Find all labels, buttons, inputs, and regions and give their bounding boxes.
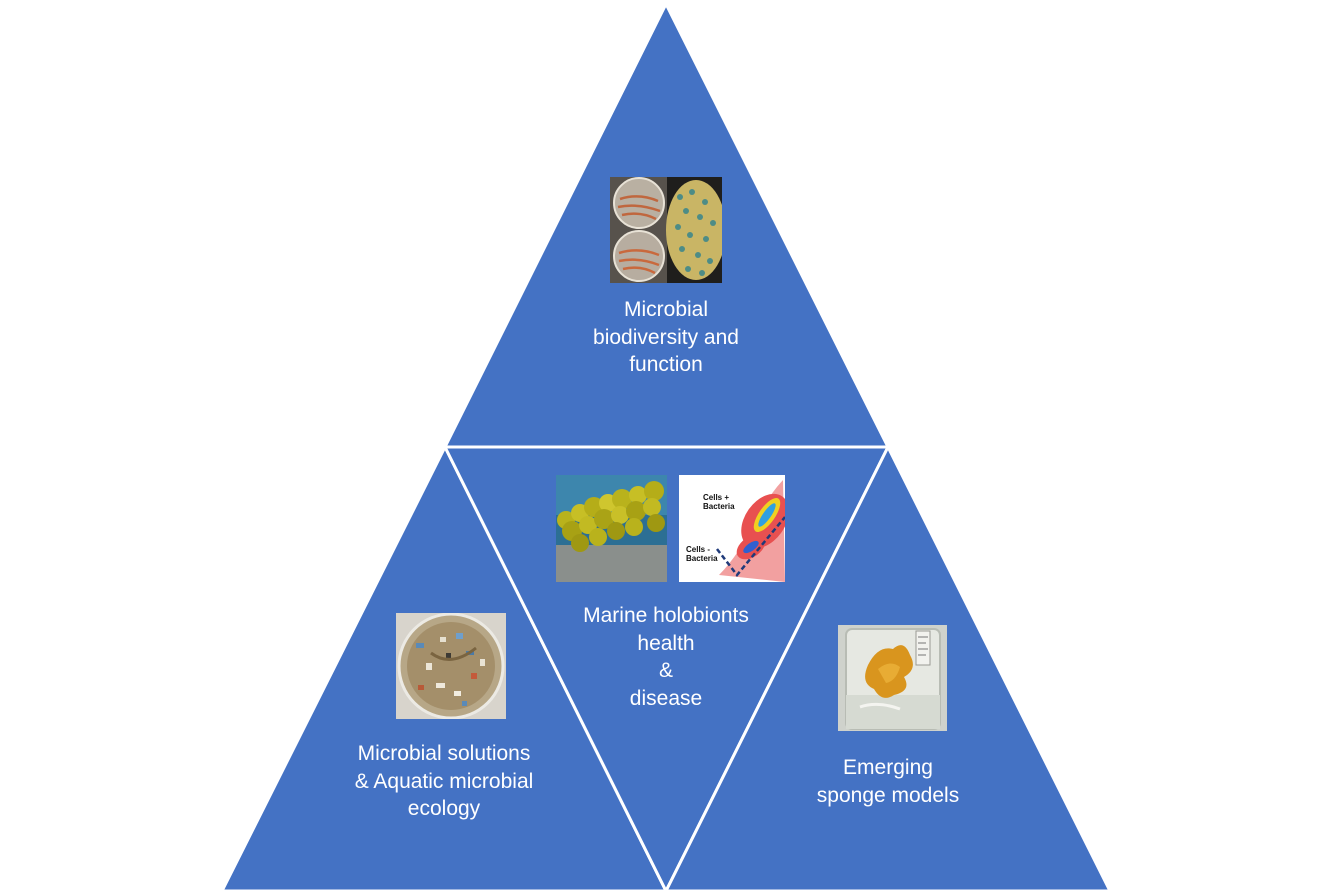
- flow-cytometry-plot: Cells + Bacteria Cells - Bacteria: [679, 475, 785, 582]
- label-marine-holobionts: Marine holobionts health & disease: [583, 604, 749, 710]
- yellow-sponge-photo: [556, 475, 667, 582]
- label-emerging-sponge-models: Emerging sponge models: [816, 756, 960, 807]
- plot-label-cells-minus-bacteria: Cells - Bacteria: [686, 545, 718, 563]
- petri-dish-cultures-photo: [610, 177, 722, 283]
- label-microbial-solutions: Microbial solutions & Aquatic microbial …: [354, 742, 534, 820]
- plot-label-cells-plus-bacteria: Cells + Bacteria: [703, 493, 735, 511]
- microplastic-petri-dish-photo: [396, 613, 506, 719]
- sponge-in-beaker-photo: [838, 625, 947, 731]
- label-microbial-biodiversity: Microbial biodiversity and function: [593, 298, 739, 376]
